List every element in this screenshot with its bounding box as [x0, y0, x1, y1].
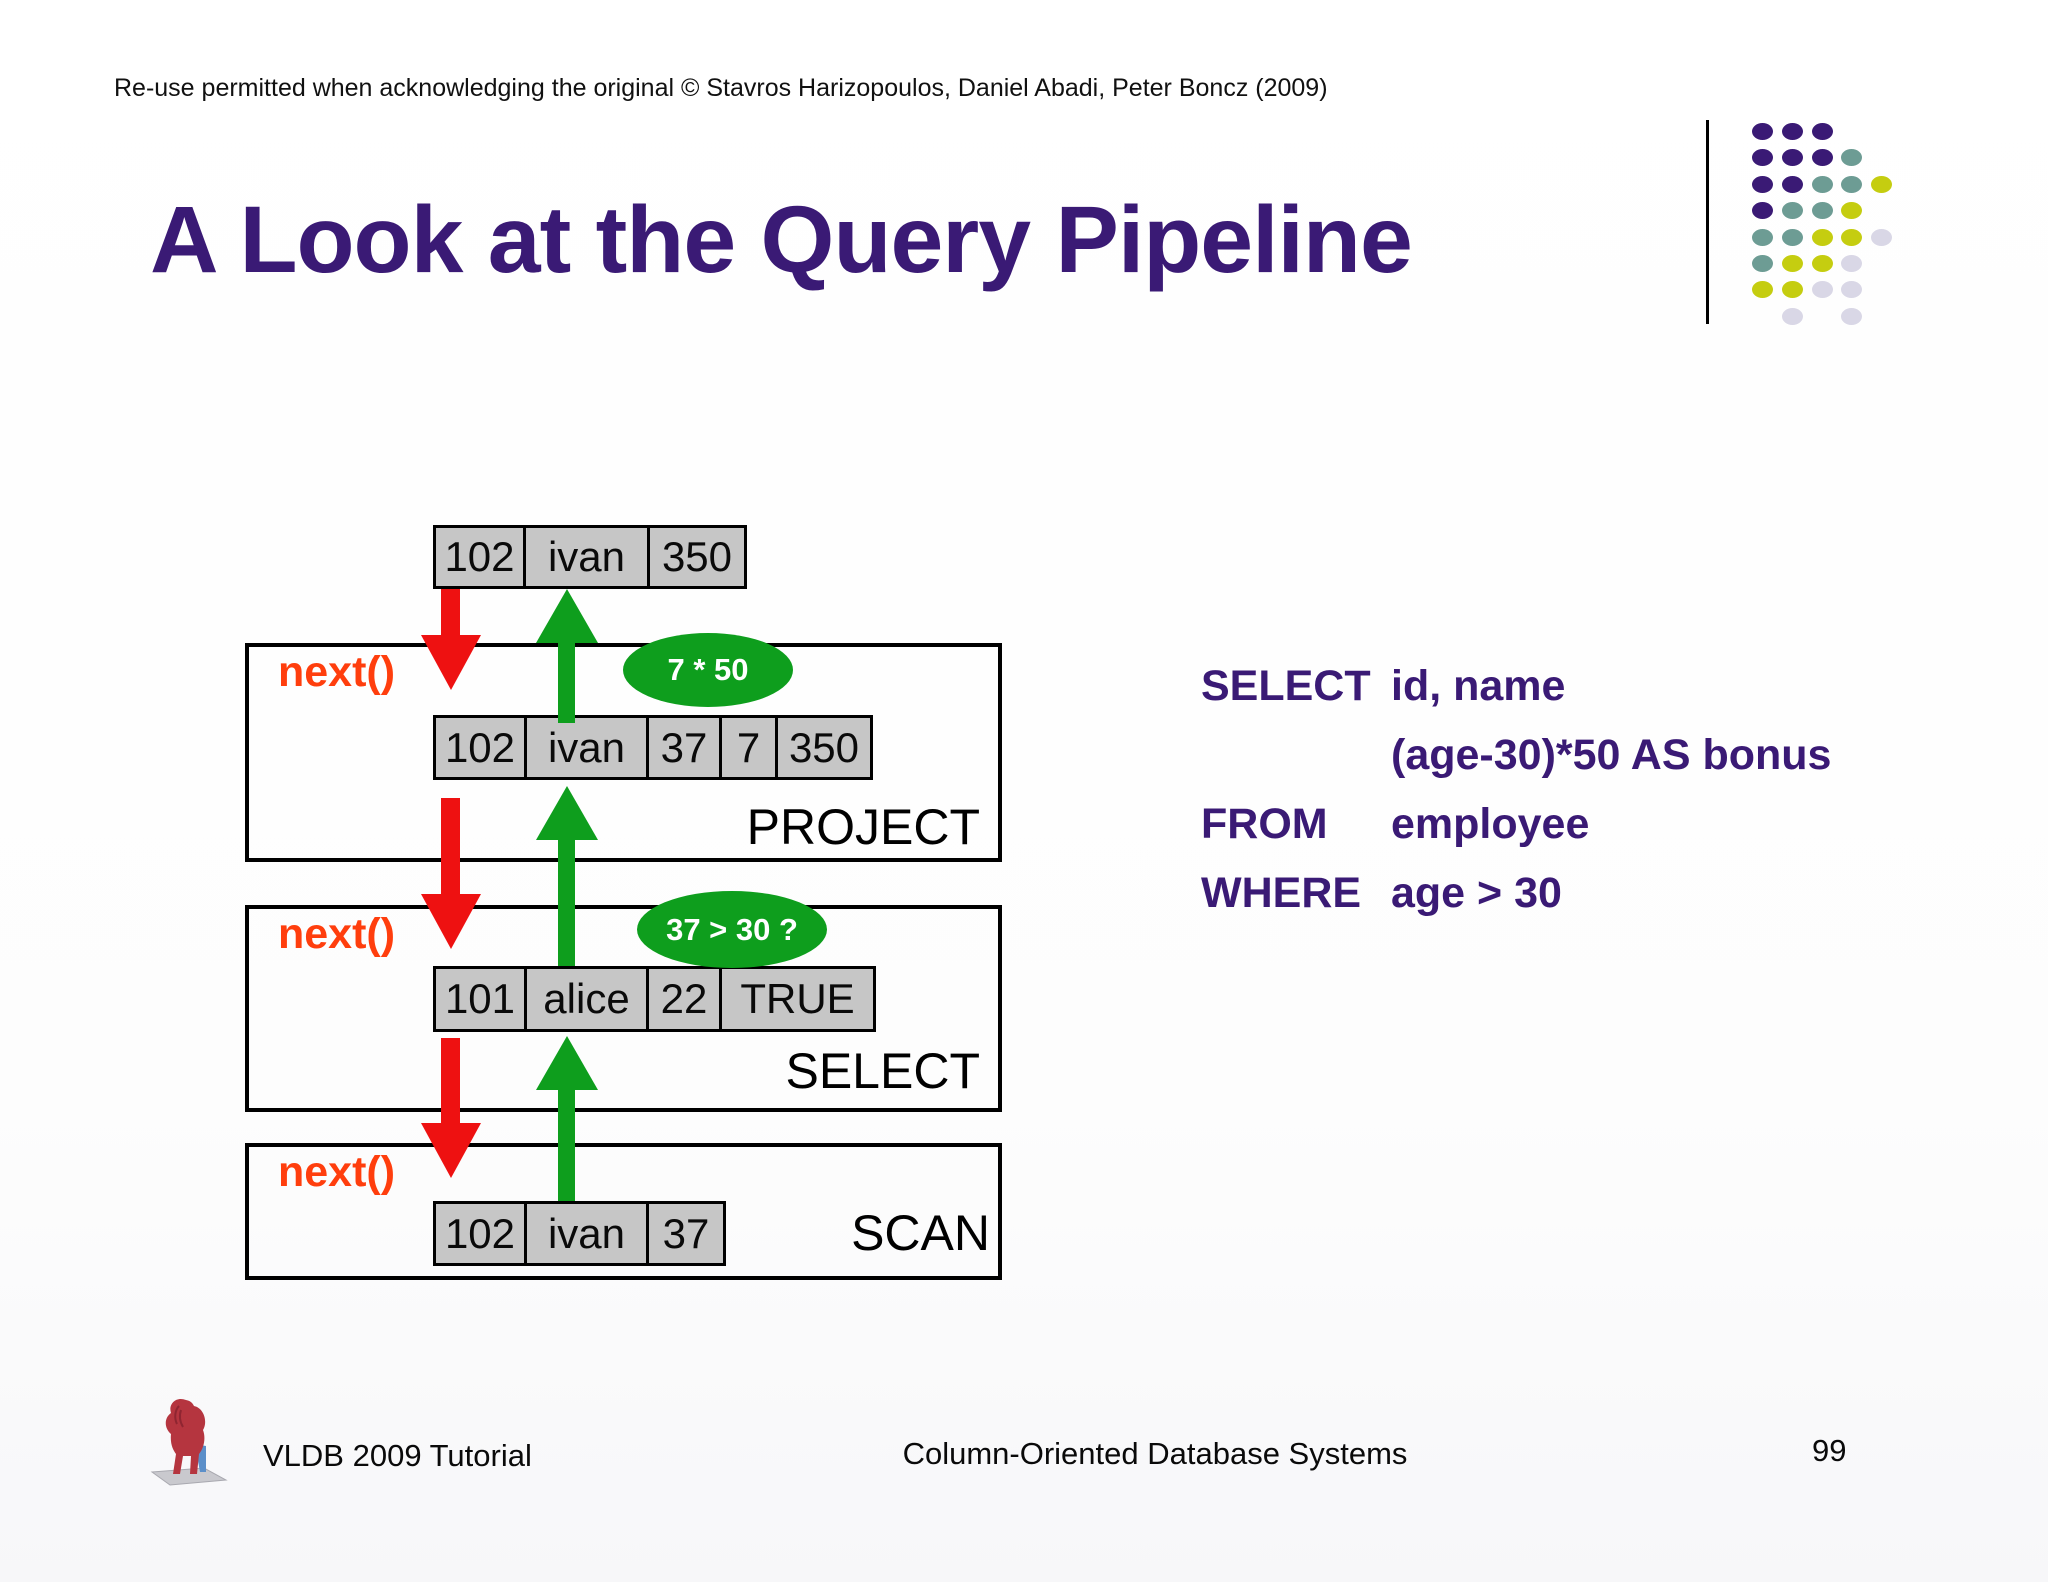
tuple-cell: TRUE	[719, 966, 876, 1032]
sql-line: WHERE age > 30	[1201, 859, 1831, 928]
tuple-cell: 37	[646, 715, 722, 780]
next-arrow-down-icon	[421, 635, 481, 690]
next-arrow-down-icon	[421, 894, 481, 949]
next-call-label: next()	[278, 910, 396, 958]
sql-text: age > 30	[1391, 869, 1562, 917]
next-call-label: next()	[278, 648, 396, 696]
tuple-cell: ivan	[524, 1201, 649, 1266]
decoration-dot	[1841, 175, 1863, 193]
tuple-cell: 22	[646, 966, 722, 1032]
project-operator-box: PROJECT	[245, 643, 1002, 862]
output-tuple: 102 ivan 350	[433, 525, 747, 589]
sql-line: (age-30)*50 AS bonus	[1201, 721, 1831, 790]
project-label: PROJECT	[746, 799, 980, 855]
decoration-dot	[1781, 175, 1803, 193]
sql-text: employee	[1391, 800, 1590, 848]
sql-keyword: WHERE	[1201, 869, 1362, 917]
scan-label: SCAN	[851, 1205, 990, 1261]
decoration-dot	[1811, 255, 1833, 272]
decoration-dot	[1811, 202, 1833, 220]
decoration-dot	[1841, 228, 1863, 246]
sql-keyword: SELECT	[1201, 662, 1371, 710]
footer-page-number: 99	[1812, 1433, 1847, 1468]
sql-line: SELECT id, name	[1201, 652, 1831, 721]
decoration-dot	[1841, 281, 1863, 299]
vldb-lion-logo	[150, 1398, 228, 1486]
tuple-flow-arrow-up-icon	[558, 1090, 575, 1201]
decoration-dot	[1811, 281, 1833, 299]
decoration-dot	[1781, 255, 1803, 272]
next-arrow-down-icon	[421, 1123, 481, 1178]
select-operator-box: SELECT	[245, 905, 1002, 1112]
decoration-dot	[1811, 175, 1833, 193]
select-label: SELECT	[785, 1043, 980, 1099]
copyright-line: Re-use permitted when acknowledging the …	[114, 74, 1328, 102]
footer-center-text: Column-Oriented Database Systems	[902, 1436, 1408, 1471]
tuple-cell: ivan	[524, 715, 649, 780]
decoration-dot	[1781, 228, 1803, 246]
footer-left-text: VLDB 2009 Tutorial	[263, 1438, 532, 1473]
decoration-dot	[1871, 228, 1893, 246]
decoration-dot	[1752, 281, 1773, 299]
decoration-vertical-line	[1706, 120, 1709, 324]
decoration-dot	[1752, 123, 1773, 140]
decoration-dot	[1811, 149, 1833, 167]
decoration-dot	[1811, 228, 1833, 246]
decoration-dot	[1781, 202, 1803, 220]
decoration-dot	[1871, 175, 1893, 193]
decoration-dot	[1841, 307, 1863, 325]
decoration-dot	[1811, 123, 1833, 140]
tuple-flow-arrow-up-icon	[536, 786, 598, 840]
page-title: A Look at the Query Pipeline	[150, 187, 1413, 293]
tuple-flow-arrow-up-icon	[536, 589, 598, 643]
tuple-cell: 350	[647, 525, 747, 589]
sql-keyword: FROM	[1201, 800, 1328, 848]
decoration-dot	[1752, 149, 1773, 167]
sql-query: SELECT id, name (age-30)*50 AS bonus FRO…	[1201, 652, 1831, 928]
tuple-cell: 37	[646, 1201, 726, 1266]
select-predicate-ellipse: 37 > 30 ?	[637, 891, 827, 968]
decoration-dot	[1752, 175, 1773, 193]
scan-tuple: 102 ivan 37	[433, 1201, 726, 1266]
decoration-dot	[1841, 255, 1863, 272]
decoration-dot	[1781, 149, 1803, 167]
decoration-dot	[1752, 255, 1773, 272]
tuple-flow-arrow-up-icon	[558, 643, 575, 723]
decoration-dot	[1781, 307, 1803, 325]
tuple-flow-arrow-up-icon	[536, 1036, 598, 1090]
scan-operator-box: SCAN	[245, 1143, 1002, 1280]
next-arrow-down-icon	[441, 1038, 460, 1123]
tuple-cell: alice	[524, 966, 649, 1032]
project-expression-ellipse: 7 * 50	[623, 633, 793, 707]
next-arrow-down-icon	[441, 589, 460, 635]
decoration-dot	[1752, 228, 1773, 246]
select-tuple: 101 alice 22 TRUE	[433, 966, 876, 1032]
next-call-label: next()	[278, 1148, 396, 1196]
tuple-cell: 102	[433, 715, 527, 780]
tuple-cell: 350	[775, 715, 873, 780]
sql-text: (age-30)*50 AS bonus	[1391, 731, 1832, 779]
decoration-dot	[1781, 281, 1803, 299]
sql-text: id, name	[1391, 662, 1566, 710]
next-arrow-down-icon	[441, 798, 460, 894]
decoration-dot	[1781, 123, 1803, 140]
tuple-cell: 7	[719, 715, 778, 780]
decoration-dot	[1841, 149, 1863, 167]
tuple-cell: ivan	[523, 525, 650, 589]
decoration-dot	[1752, 202, 1773, 220]
tuple-flow-arrow-up-icon	[558, 840, 575, 966]
decoration-dot	[1841, 202, 1863, 220]
tuple-cell: 102	[433, 525, 526, 589]
project-tuple: 102 ivan 37 7 350	[433, 715, 873, 780]
sql-line: FROM employee	[1201, 790, 1831, 859]
tuple-cell: 102	[433, 1201, 527, 1266]
tuple-cell: 101	[433, 966, 527, 1032]
